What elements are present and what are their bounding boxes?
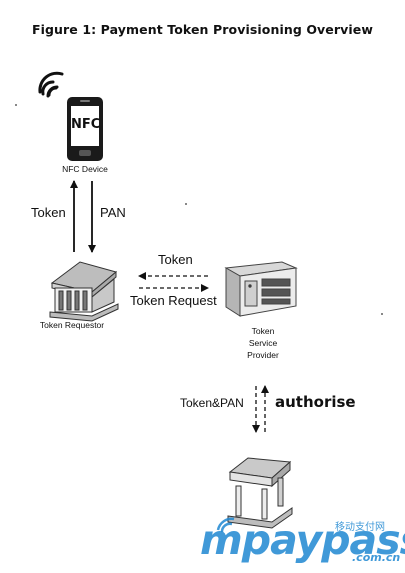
nfc-phone-icon xyxy=(67,97,103,161)
server-icon xyxy=(224,261,298,317)
edge-label-token-pan: Token&PAN xyxy=(180,396,244,410)
watermark-signal-icon xyxy=(216,517,235,533)
figure-title: Figure 1: Payment Token Provisioning Ove… xyxy=(31,22,374,37)
stray-dot xyxy=(15,104,17,106)
watermark-chinese-text: 移动支付网 xyxy=(335,522,385,533)
watermark-brand-text: mpaypass xyxy=(200,516,405,564)
edge-label-token: Token xyxy=(158,252,193,267)
edge-label-authorise: authorise xyxy=(275,393,356,411)
stray-dot xyxy=(381,313,383,315)
nfc-chip-label: NFC xyxy=(71,117,101,132)
tsp-label-line1: Token xyxy=(251,326,275,336)
token-requestor-building-icon xyxy=(49,261,119,322)
tsp-label-line3: Provider xyxy=(247,350,279,360)
wireless-signal-icon xyxy=(38,71,64,98)
watermark-domain-text: .com.cn xyxy=(352,551,401,564)
bank-building-icon xyxy=(227,457,293,529)
edge-label-pan-down: PAN xyxy=(100,205,126,220)
edge-label-token-request: Token Request xyxy=(130,293,217,308)
stray-dot xyxy=(185,203,187,205)
edge-label-token-up: Token xyxy=(31,205,66,220)
tsp-label-line2: Service xyxy=(248,338,278,348)
token-requestor-label: Token Requestor xyxy=(39,320,105,330)
nfc-device-label: NFC Device xyxy=(62,164,108,174)
